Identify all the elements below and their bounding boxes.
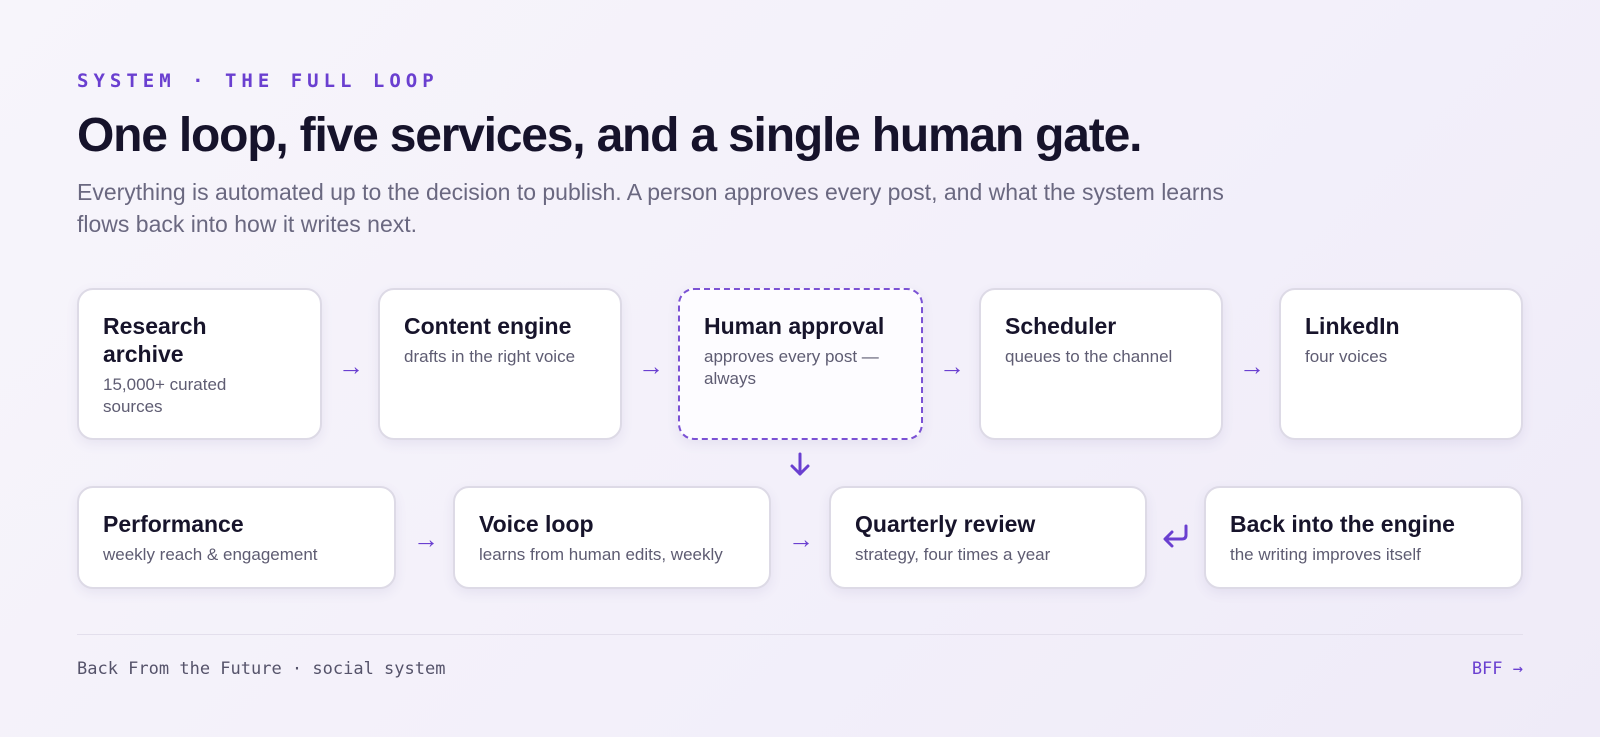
flow-arrow-right: →: [788, 524, 814, 554]
node-title: Human approval: [704, 313, 885, 339]
node-desc: weekly reach & engagement: [103, 545, 318, 564]
node-performance: Performance weekly reach & engagement: [77, 486, 396, 589]
node-human-approval: Human approval approves every post — alw…: [678, 288, 923, 440]
node-desc: four voices: [1305, 347, 1388, 366]
eyebrow-label: SYSTEM · THE FULL LOOP: [77, 70, 439, 92]
node-desc: queues to the channel: [1005, 347, 1173, 366]
return-arrow-icon: [1160, 522, 1190, 548]
footer-link[interactable]: BFF →: [1471, 659, 1523, 679]
flow-arrow-right: →: [638, 351, 664, 381]
node-research-archive: Research archive 15,000+ curated sources: [77, 288, 322, 440]
node-back-into-engine: Back into the engine the writing improve…: [1204, 486, 1523, 589]
footer-divider: [77, 634, 1523, 635]
node-desc: drafts in the right voice: [404, 347, 576, 366]
system-loop-page: SYSTEM · THE FULL LOOP One loop, five se…: [77, 0, 1523, 737]
node-desc: the writing improves itself: [1230, 545, 1421, 564]
node-title: Research archive: [103, 313, 207, 367]
node-linkedin: LinkedIn four voices: [1279, 288, 1523, 440]
node-desc: learns from human edits, weekly: [479, 545, 723, 564]
flow-arrow-right: →: [413, 524, 439, 554]
node-desc: 15,000+ curated sources: [103, 375, 227, 416]
node-title: Quarterly review: [855, 511, 1036, 537]
node-title: Content engine: [404, 313, 572, 339]
node-title: Voice loop: [479, 511, 594, 537]
page-subtitle: Everything is automated up to the decisi…: [77, 179, 1224, 237]
flow-arrow-right: →: [939, 351, 965, 381]
node-content-engine: Content engine drafts in the right voice: [378, 288, 622, 440]
footer-brand: Back From the Future · social system: [77, 659, 446, 679]
node-title: Performance: [103, 511, 244, 537]
flow-arrow-right: →: [338, 351, 364, 381]
node-title: Back into the engine: [1230, 511, 1455, 537]
node-quarterly-review: Quarterly review strategy, four times a …: [829, 486, 1147, 589]
node-desc: approves every post — always: [704, 347, 879, 388]
node-scheduler: Scheduler queues to the channel: [979, 288, 1223, 440]
page-title: One loop, five services, and a single hu…: [77, 109, 1142, 162]
arrow-down-icon: [788, 452, 812, 478]
node-title: Scheduler: [1005, 313, 1117, 339]
node-voice-loop: Voice loop learns from human edits, week…: [453, 486, 771, 589]
node-desc: strategy, four times a year: [855, 545, 1051, 564]
flow-arrow-right: →: [1239, 351, 1265, 381]
node-title: LinkedIn: [1305, 313, 1400, 339]
